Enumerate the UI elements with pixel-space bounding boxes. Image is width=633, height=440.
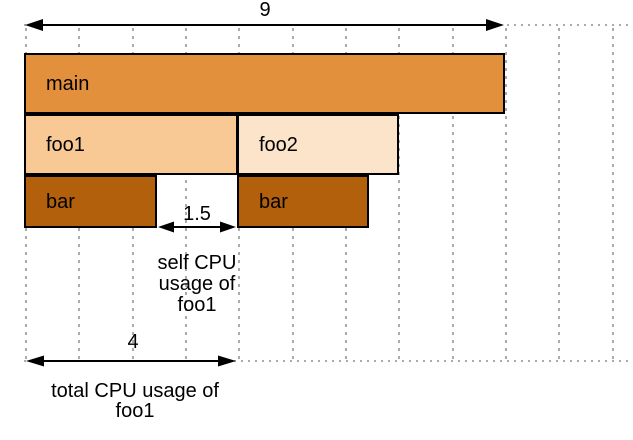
frame-main-label: main [46, 72, 90, 95]
frame-foo1: foo1 [24, 114, 238, 175]
gridline-vertical [558, 28, 560, 361]
gridline-vertical [185, 28, 187, 361]
self-cpu-value: 1.5 [183, 203, 211, 225]
gridline-vertical [398, 28, 400, 361]
gridline-vertical [612, 28, 614, 361]
total-width-value: 9 [259, 0, 271, 21]
gridline-horizontal-bottom [24, 360, 633, 362]
frame-foo2-label: foo2 [259, 133, 298, 156]
frame-bar-left-label: bar [46, 190, 75, 213]
frame-bar-left: bar [24, 175, 157, 228]
total-cpu-value: 4 [127, 331, 139, 353]
self-cpu-caption: self CPU usage of foo1 [157, 252, 237, 316]
gridline-vertical [452, 28, 454, 361]
gridline-vertical [505, 28, 507, 361]
gridline-horizontal-top [24, 24, 633, 26]
frame-bar-right: bar [237, 175, 369, 228]
total-cpu-caption: total CPU usage of foo1 [51, 380, 219, 422]
frame-bar-right-label: bar [259, 190, 288, 213]
frame-foo2: foo2 [237, 114, 399, 175]
frame-main: main [24, 53, 505, 114]
frame-foo1-label: foo1 [46, 133, 85, 156]
